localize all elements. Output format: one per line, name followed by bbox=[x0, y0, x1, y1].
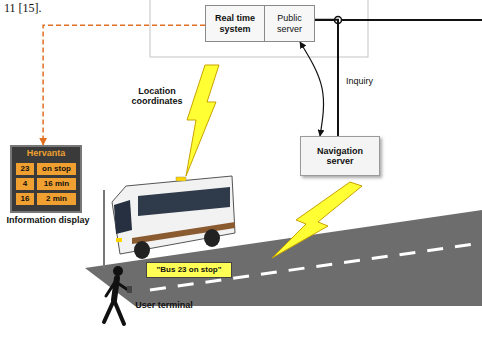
bus-windshield bbox=[114, 200, 132, 234]
bus-wheel bbox=[204, 229, 220, 247]
bus-wheel bbox=[134, 241, 150, 259]
pedestrian-arm bbox=[116, 282, 128, 290]
pedestrian-head bbox=[113, 266, 123, 276]
route-number: 16 bbox=[16, 193, 34, 205]
arrival-time: on stop bbox=[37, 163, 76, 175]
pedestrian-leg bbox=[114, 300, 124, 324]
server-box: Public server bbox=[265, 5, 315, 42]
device-label: User terminal bbox=[135, 300, 193, 310]
stop-pole bbox=[103, 190, 105, 268]
display-feed bbox=[43, 25, 205, 145]
node-text: Hervanta bbox=[27, 148, 66, 158]
citation-fragment: 11 [15]. bbox=[4, 2, 74, 16]
bus-body bbox=[112, 176, 235, 254]
pedestrian-leg bbox=[104, 300, 114, 322]
information-display: HervantaInformation display23on stop416 … bbox=[10, 145, 82, 213]
route-number: 4 bbox=[16, 178, 34, 190]
arrival-time: 16 min bbox=[37, 178, 76, 190]
edge-label: Inquiry bbox=[344, 76, 375, 86]
system-enclosure bbox=[150, 0, 368, 57]
route-number: 23 bbox=[16, 163, 34, 175]
node-text: "Bus 23 on stop" bbox=[157, 265, 222, 274]
inquiry-arrow bbox=[300, 42, 324, 136]
user-terminal-device bbox=[127, 286, 132, 293]
radio-bolt bbox=[186, 65, 219, 176]
bus bbox=[112, 176, 235, 259]
road-marking bbox=[150, 243, 482, 290]
pedestrian-arm bbox=[106, 282, 115, 296]
server-box: Navigation server bbox=[300, 136, 380, 176]
bus-headlight bbox=[116, 238, 122, 242]
pedestrian bbox=[104, 266, 132, 324]
node-text: Navigation server bbox=[304, 146, 376, 167]
bus-windows bbox=[138, 187, 230, 216]
link-label: Location coordinates bbox=[128, 86, 186, 107]
node-text: Information display bbox=[6, 215, 90, 225]
server-box: Real time system bbox=[205, 5, 265, 42]
node-text: Public server bbox=[268, 13, 311, 34]
speech-bubble: "Bus 23 on stop" bbox=[146, 262, 232, 278]
arrival-time: 2 min bbox=[37, 193, 76, 205]
node-text: Real time system bbox=[209, 13, 261, 34]
bus-antenna bbox=[176, 177, 186, 181]
radio-bolt bbox=[272, 182, 362, 258]
